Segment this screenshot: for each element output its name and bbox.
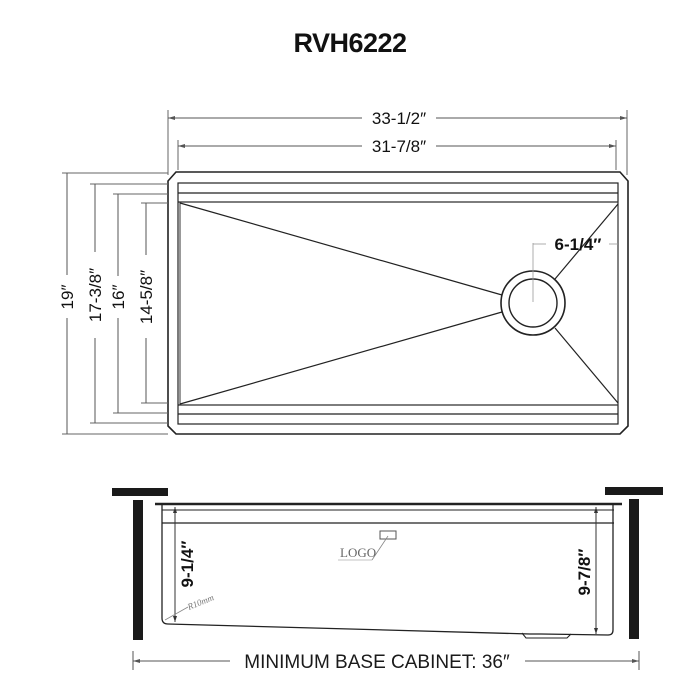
- cabinet-wall-left: [133, 500, 143, 640]
- drain-offset-label: 6-1/4″: [555, 235, 602, 254]
- countertop-left: [112, 488, 168, 496]
- cabinet-wall-right: [629, 499, 639, 639]
- bowl-depth-label: 16″: [109, 285, 128, 310]
- overall-depth-label: 19″: [58, 285, 77, 310]
- top-view: [62, 110, 629, 435]
- right-height-label: 9-7/8″: [575, 549, 594, 596]
- logo-box: [379, 530, 397, 540]
- model-title: RVH6222: [293, 28, 407, 58]
- side-view: [112, 487, 663, 670]
- rim-depth-label: 17-3/8″: [86, 268, 105, 322]
- cabinet-label: MINIMUM BASE CABINET: 36″: [244, 652, 510, 673]
- left-height-label: 9-1/4″: [178, 541, 197, 588]
- inner-width-label: 31-7/8″: [372, 137, 426, 156]
- countertop-right: [605, 487, 663, 495]
- radius-label: R10mm: [185, 592, 216, 612]
- bottom-depth-label: 14-5/8″: [137, 270, 156, 324]
- overall-width-label: 33-1/2″: [372, 109, 426, 128]
- logo-label: LOGO: [340, 545, 376, 560]
